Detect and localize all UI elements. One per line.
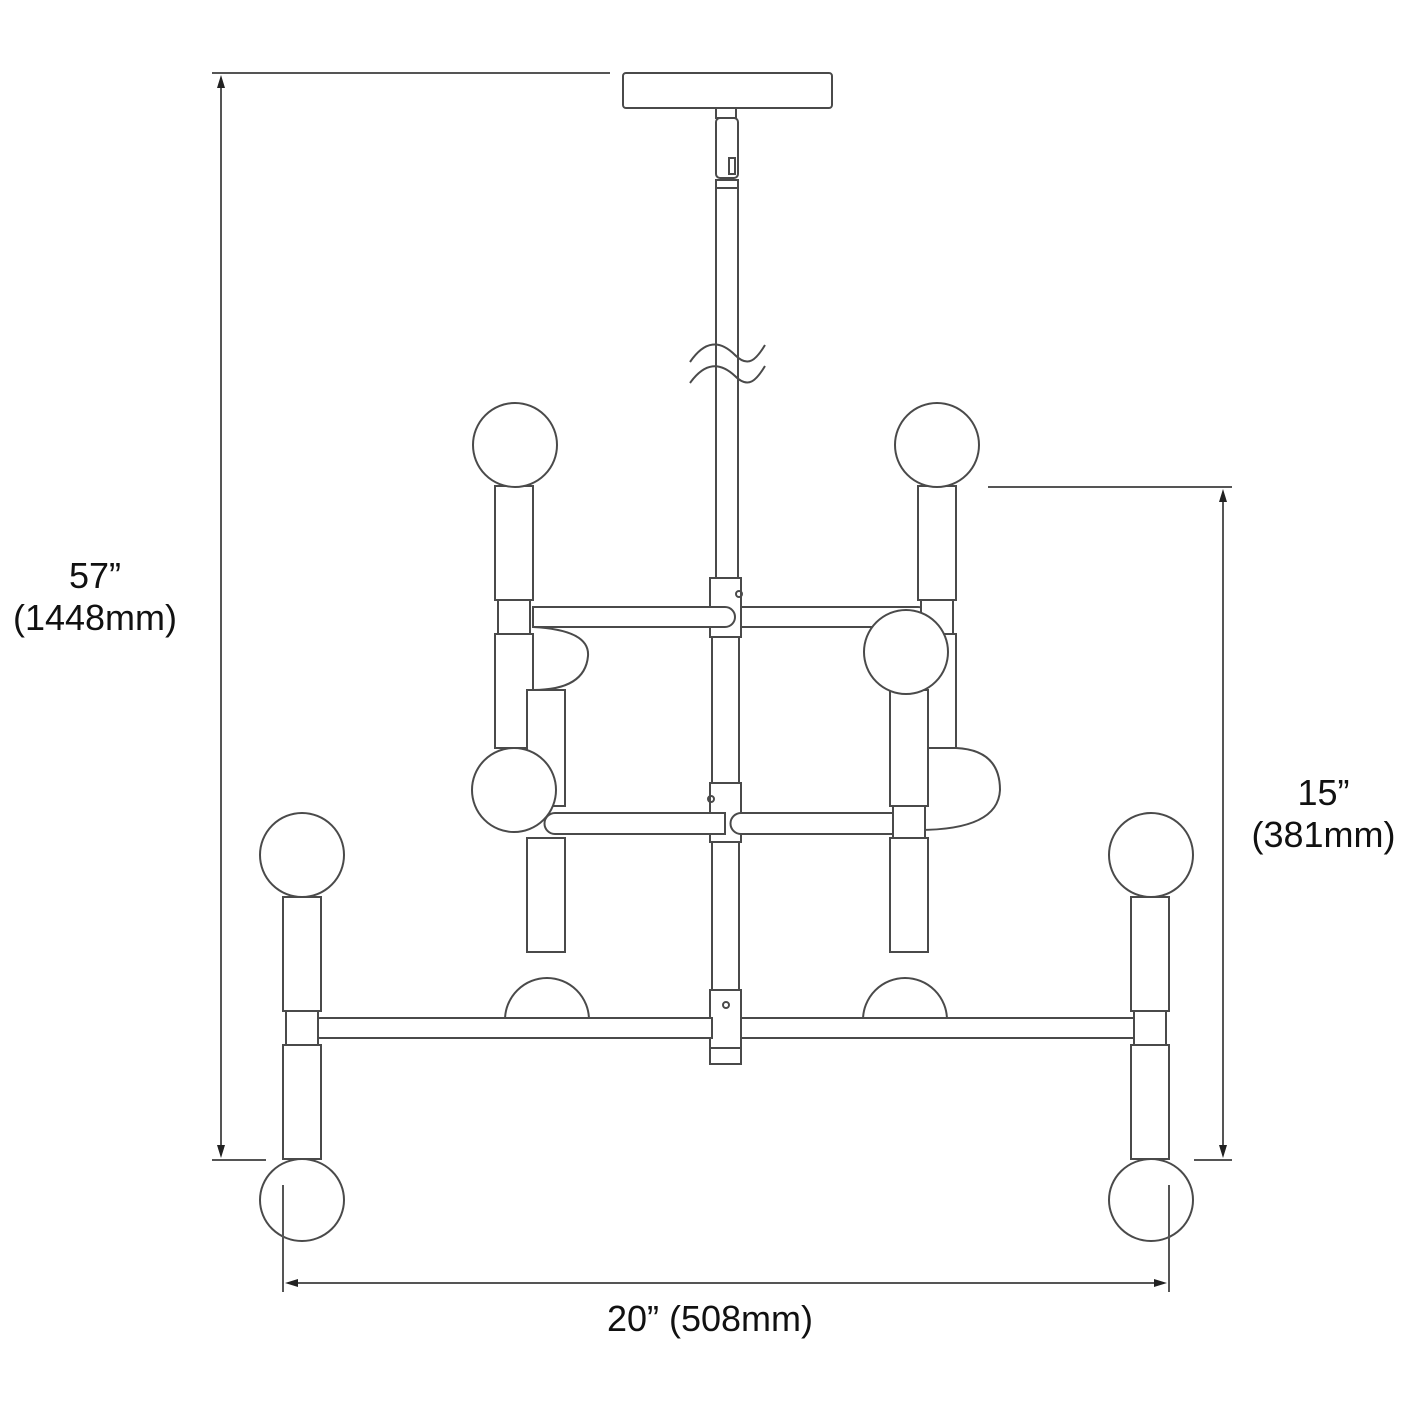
overall-height-dimension	[212, 72, 610, 1161]
body-height-dimension	[988, 486, 1232, 1161]
body-height-imperial: 15”	[1297, 772, 1350, 813]
overall-height-metric: (1448mm)	[12, 597, 178, 638]
downrod	[689, 188, 766, 580]
width-label: 20” (508mm)	[500, 1298, 920, 1340]
bottom-tier	[259, 812, 1194, 1242]
body-height-metric: (381mm)	[1251, 814, 1396, 855]
body-height-label: 15” (381mm)	[1238, 772, 1409, 856]
width-combined: 20” (508mm)	[606, 1298, 814, 1339]
middle-tier	[471, 609, 949, 1021]
width-dimension	[282, 1185, 1170, 1292]
ceiling-canopy	[622, 72, 833, 189]
overall-height-imperial: 57”	[68, 555, 122, 596]
overall-height-label: 57” (1448mm)	[0, 555, 190, 639]
